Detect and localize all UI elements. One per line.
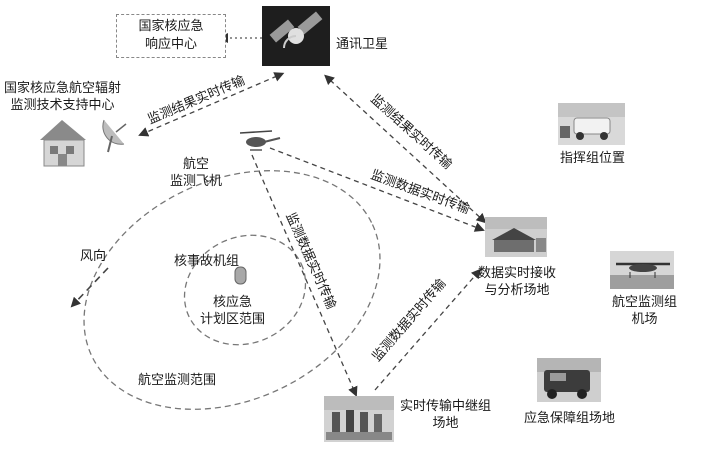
wind-label: 风向 — [80, 248, 106, 265]
response-center-box: 国家核应急 响应中心 — [116, 14, 226, 58]
accident-label: 核事故机组 — [174, 253, 239, 270]
aircraft-relay-link — [252, 155, 356, 395]
relay-label: 实时传输中继组 场地 — [400, 398, 491, 432]
label-sat-data: 监测结果实时传输 — [367, 91, 455, 172]
plan-zone-label: 核应急 计划区范围 — [200, 294, 265, 328]
support-center-label: 国家核应急航空辐射 监测技术支持中心 — [4, 80, 121, 114]
monitor-range-label: 航空监测范围 — [138, 372, 216, 389]
label-aircraft-data: 监测数据实时传输 — [369, 167, 472, 218]
satellite-icon — [262, 6, 330, 66]
label-relay-data: 监测数据实时传输 — [369, 276, 449, 365]
plane-icon — [610, 251, 674, 289]
helicopter-icon — [240, 131, 280, 150]
command-label: 指挥组位置 — [560, 150, 625, 167]
support-site-label: 应急保障组场地 — [524, 410, 615, 427]
data-site-label: 数据实时接收 与分析场地 — [478, 265, 556, 299]
label-aircraft-relay: 监测数据实时传输 — [282, 210, 339, 312]
car-icon — [558, 103, 625, 145]
label-sat-support: 监测结果实时传输 — [145, 72, 247, 127]
satellite-label: 通讯卫星 — [336, 36, 388, 53]
wind-arrow — [72, 268, 108, 306]
aircraft-label: 航空 监测飞机 — [170, 156, 222, 190]
dish-icon — [103, 120, 126, 152]
people-icon — [324, 396, 394, 442]
truck-icon — [537, 358, 601, 402]
tent-icon — [485, 217, 547, 257]
sat-support-link — [140, 76, 277, 135]
airport-label: 航空监测组 机场 — [612, 294, 677, 328]
house-icon — [40, 120, 86, 166]
